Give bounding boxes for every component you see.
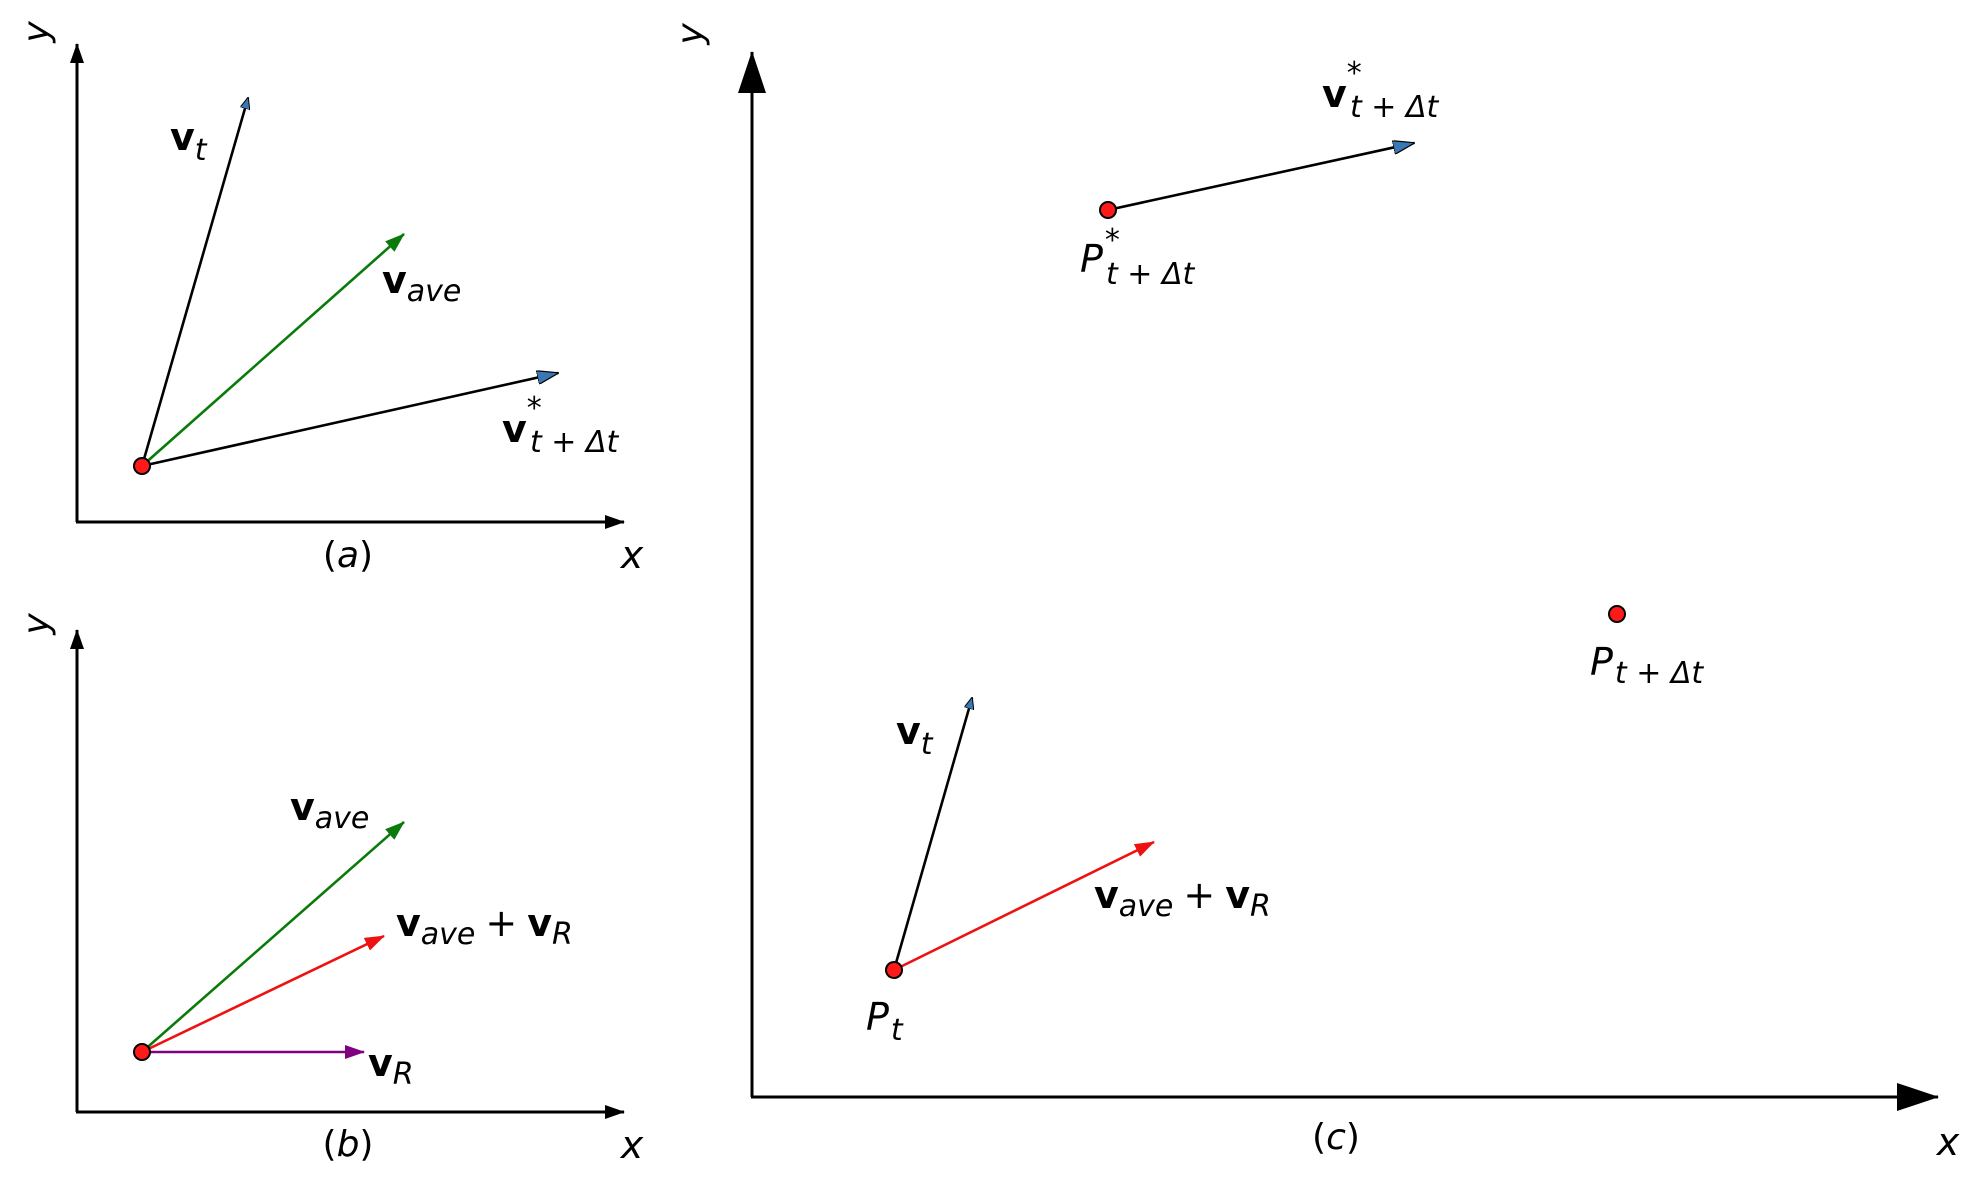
panel-a-vt-label: vt bbox=[170, 115, 208, 168]
panel-c-pnext-label: Pt + Δt bbox=[1590, 640, 1704, 691]
panel-b-vr-label: vR bbox=[368, 1041, 414, 1092]
panel-a-caption: (a) bbox=[323, 535, 373, 576]
panel-b-y-label: y bbox=[16, 613, 57, 636]
panel-b-vsum-label: vave+vR bbox=[396, 901, 573, 952]
panel-c-y-label: y bbox=[670, 23, 711, 46]
panel-c-vt-label: vt bbox=[896, 709, 934, 762]
panel-b-x-label: x bbox=[620, 1123, 644, 1167]
panel-c: y x (c) v*t + Δt P*t + Δt Pt + Δt vt vav… bbox=[670, 23, 1960, 1164]
panel-a: y x (a) vt vave v*t + Δt bbox=[16, 21, 644, 577]
panel-c-pnext-point bbox=[1608, 605, 1626, 623]
panel-c-vsum-arrow bbox=[893, 840, 1155, 972]
panel-c-x-label: x bbox=[1936, 1120, 1960, 1164]
panel-b: y x (b) vave vave+vR vR bbox=[16, 613, 644, 1167]
panel-b-vave-arrow bbox=[141, 821, 405, 1053]
panel-c-caption: (c) bbox=[1312, 1117, 1360, 1158]
panel-b-vsum-arrow bbox=[141, 934, 385, 1054]
panel-b-caption: (b) bbox=[323, 1124, 374, 1165]
panel-a-vave-arrow bbox=[141, 233, 405, 467]
panel-c-vt-arrow bbox=[892, 698, 972, 971]
panel-a-x-label: x bbox=[620, 533, 644, 577]
panel-c-pt-point bbox=[885, 961, 903, 979]
panel-c-pt-label: Pt bbox=[866, 995, 904, 1048]
panel-b-point bbox=[133, 1043, 151, 1061]
panel-a-point bbox=[133, 457, 151, 475]
panel-a-vstar-arrow bbox=[141, 373, 558, 468]
panel-c-pstar-label: P*t + Δt bbox=[1080, 223, 1195, 292]
panel-c-vstar-label: v*t + Δt bbox=[1322, 56, 1439, 125]
panel-c-vstar-arrow bbox=[1107, 143, 1414, 212]
panel-a-vstar-label: v*t + Δt bbox=[502, 391, 619, 460]
panel-c-pstar-point bbox=[1099, 201, 1117, 219]
panel-c-vsum-label: vave+vR bbox=[1094, 873, 1271, 924]
panel-a-y-label: y bbox=[16, 21, 57, 44]
panel-a-vt-arrow bbox=[140, 98, 248, 467]
panel-a-vave-label: vave bbox=[382, 258, 461, 309]
panel-b-vave-label: vave bbox=[290, 785, 369, 836]
